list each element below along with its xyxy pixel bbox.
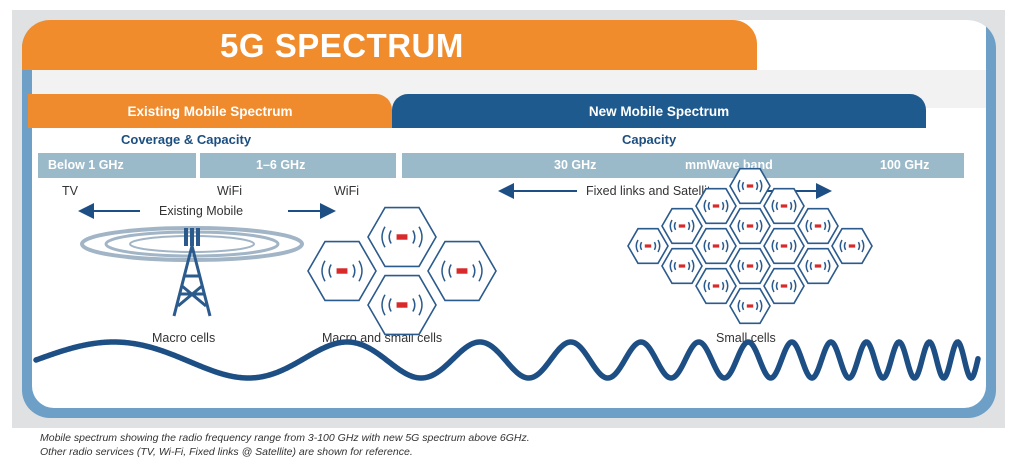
cell-hexagon-icon [763, 227, 805, 265]
cell-hexagon-icon [367, 274, 437, 336]
band-below-1ghz: Below 1 GHz [38, 153, 196, 178]
cell-hexagon-icon [729, 247, 771, 285]
infographic-panel: 5G SPECTRUM Existing Mobile Spectrum New… [22, 20, 996, 418]
diagram-graphics [33, 167, 981, 382]
cell-hexagon-icon [729, 287, 771, 325]
page-title: 5G SPECTRUM [220, 27, 464, 64]
cell-hexagon-icon [797, 247, 839, 285]
cell-hexagon-icon [729, 207, 771, 245]
service-wifi-2: WiFi [334, 184, 359, 198]
header-capacity: Capacity [622, 132, 677, 147]
cell-hexagon-icon [763, 187, 805, 225]
service-fixed-links-satellite: Fixed links and Satellite [586, 184, 718, 198]
cell-hexagon-icon [695, 227, 737, 265]
band-mmwave: 30 GHz mmWave band 100 GHz [402, 153, 964, 178]
band-100ghz-label: 100 GHz [880, 158, 930, 172]
title-banner: 5G SPECTRUM [22, 20, 757, 70]
cell-tower-icon [80, 226, 304, 317]
cell-hexagons [307, 167, 873, 336]
band-30ghz-label: 30 GHz [554, 158, 597, 172]
cell-hexagon-icon [695, 267, 737, 305]
frequency-wave [33, 339, 981, 382]
cell-hexagon-icon [307, 240, 377, 302]
cell-hexagon-icon [627, 227, 669, 265]
cell-hexagon-icon [797, 207, 839, 245]
service-tv: TV [62, 184, 78, 198]
label-small-cells: Small cells [716, 331, 776, 345]
caption-line-1: Mobile spectrum showing the radio freque… [40, 432, 530, 444]
service-wifi-1: WiFi [217, 184, 242, 198]
band-1-6ghz: 1–6 GHz [200, 153, 396, 178]
cell-hexagon-icon [763, 267, 805, 305]
band-1-6ghz-label: 1–6 GHz [256, 158, 306, 172]
cell-hexagon-icon [695, 187, 737, 225]
service-existing-mobile: Existing Mobile [159, 204, 244, 218]
cell-hexagon-icon [729, 167, 771, 205]
cell-hexagon-icon [367, 206, 437, 268]
tab-new-mobile-spectrum: New Mobile Spectrum [392, 94, 926, 128]
caption-line-2: Other radio services (TV, Wi-Fi, Fixed l… [40, 446, 413, 458]
figure-caption: Mobile spectrum showing the radio freque… [40, 431, 530, 459]
label-macro-cells: Macro cells [152, 331, 216, 345]
tab-existing-mobile-spectrum: Existing Mobile Spectrum [28, 94, 392, 128]
cell-hexagon-icon [427, 240, 497, 302]
band-below-1ghz-label: Below 1 GHz [48, 158, 124, 172]
header-coverage-capacity: Coverage & Capacity [121, 132, 252, 147]
cell-hexagon-icon [661, 207, 703, 245]
cell-hexagon-icon [661, 247, 703, 285]
cell-hexagon-icon [831, 227, 873, 265]
